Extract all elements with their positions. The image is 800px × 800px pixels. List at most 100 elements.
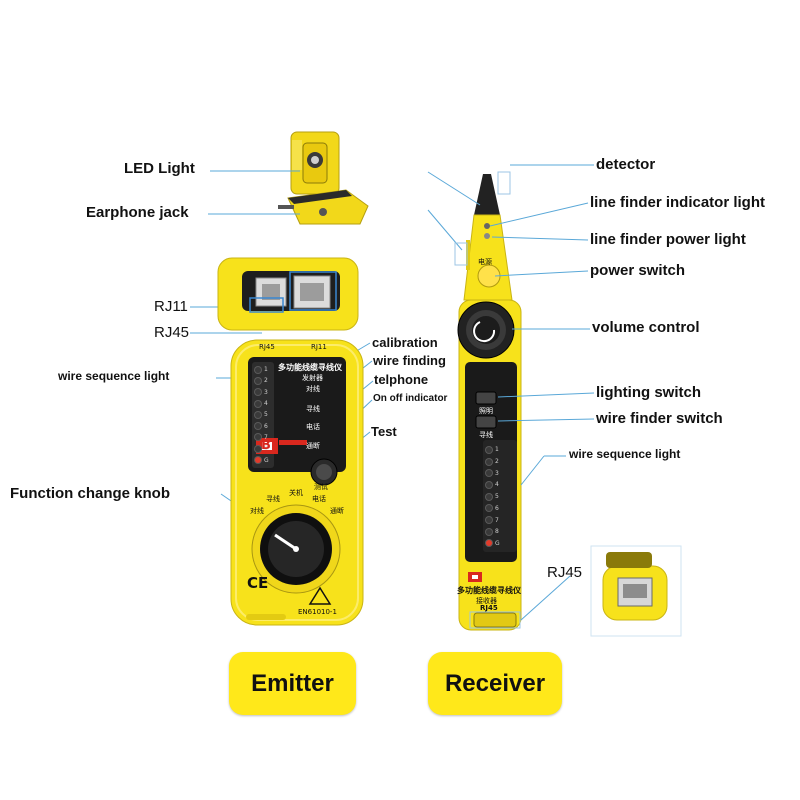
emitter-button[interactable]: Emitter (229, 652, 356, 715)
brand-letter: B (261, 438, 271, 453)
led-row: G (255, 454, 273, 465)
emitter-subtitle: 发射器 (302, 374, 323, 382)
wire-sequence-light-left-label: wire sequence light (58, 369, 170, 383)
led-number: 3 (495, 469, 499, 477)
led-dot (486, 528, 492, 535)
wire-finder-switch-label: wire finder switch (596, 410, 723, 427)
rj45-label: RJ45 (154, 324, 190, 341)
led-number: 8 (495, 528, 499, 536)
led-number: 7 (264, 433, 268, 441)
emitter-test-label: 测试 (314, 483, 328, 491)
rj11-label: RJ11 (154, 298, 188, 315)
led-number: 6 (495, 504, 499, 512)
earphone-jack-label: Earphone jack (86, 204, 189, 221)
led-row: 1 (255, 364, 273, 375)
led-dot (486, 505, 492, 512)
led-dot (486, 481, 492, 488)
knob-label-check: 对线 (250, 507, 264, 515)
led-row: 3 (486, 467, 514, 479)
function-change-knob-label: Function change knob (10, 485, 170, 502)
emitter-title: 多功能线缆寻线仪 (278, 363, 342, 372)
led-number: 1 (495, 446, 499, 454)
led-dot (255, 445, 261, 452)
led-dot (255, 423, 261, 430)
detector-label: detector (596, 156, 656, 173)
led-number: 2 (264, 377, 268, 385)
led-dot (255, 366, 261, 373)
led-row: 8 (255, 443, 273, 454)
receiver-device (457, 174, 522, 631)
led-row: 1 (486, 444, 514, 456)
receiver-title: 多功能线缆寻线仪 (457, 586, 521, 595)
led-row: 6 (255, 421, 273, 432)
led-number: 5 (264, 411, 268, 419)
receiver-rj45-closeup (590, 545, 682, 637)
led-row: 4 (255, 398, 273, 409)
line-finder-indicator-light-label: line finder indicator light (590, 194, 766, 211)
led-row: 5 (255, 409, 273, 420)
ce-mark: CE (247, 574, 269, 592)
on-off-indicator-label: On off indicator (373, 393, 448, 404)
earphone-jack-closeup (278, 189, 369, 225)
callout-lines-right (427, 164, 595, 629)
receiver-power-text: 电源 (478, 258, 492, 266)
led-number: 2 (495, 458, 499, 466)
lighting-switch-label: lighting switch (596, 384, 701, 401)
led-row: 2 (486, 456, 514, 468)
led-row: 5 (486, 491, 514, 503)
knob-label-phone: 电话 (312, 495, 326, 503)
emitter-mode-find-text: 寻线 (306, 405, 320, 413)
led-dot (486, 540, 492, 547)
led-dot (486, 458, 492, 465)
led-row: G (486, 538, 514, 550)
led-dot (486, 517, 492, 524)
line-finder-power-light-label: line finder power light (590, 231, 746, 248)
led-light-closeup (290, 131, 340, 195)
led-row: 7 (486, 514, 514, 526)
receiver-subtitle: 接收器 (476, 597, 497, 605)
knob-label-find: 寻线 (266, 495, 280, 503)
led-number: G (495, 539, 500, 547)
knob-label-on: 通断 (330, 507, 344, 515)
receiver-find-text: 寻线 (479, 431, 493, 439)
led-number: G (264, 456, 269, 464)
emitter-port-rj11-text: RJ11 (311, 343, 327, 351)
calibration-label: calibration (372, 335, 438, 350)
led-number: 1 (264, 366, 268, 374)
led-number: 4 (264, 400, 268, 408)
test-label: Test (371, 424, 397, 439)
led-dot (255, 411, 261, 418)
led-row: 2 (255, 375, 273, 386)
led-number: 3 (264, 388, 268, 396)
led-row: 6 (486, 503, 514, 515)
led-light-label: LED Light (124, 160, 195, 177)
receiver-light-text: 照明 (479, 407, 493, 415)
led-row: 4 (486, 479, 514, 491)
led-row: 7 (255, 432, 273, 443)
emitter-mode-phone-text: 电话 (306, 423, 320, 431)
receiver-port-text: RJ45 (480, 604, 498, 612)
led-dot (486, 493, 492, 500)
led-dot (486, 470, 492, 477)
led-dot (255, 400, 261, 407)
led-row: 3 (255, 387, 273, 398)
volume-control-label: volume control (592, 319, 700, 336)
rj45-receiver-label: RJ45 (547, 564, 583, 581)
led-dot (255, 457, 261, 464)
power-switch-label: power switch (590, 262, 686, 279)
knob-label-off: 关机 (289, 489, 303, 497)
wire-sequence-light-right-label: wire sequence light (569, 447, 681, 461)
led-number: 7 (495, 516, 499, 524)
led-dot (255, 377, 261, 384)
emitter-mode-check-text: 对线 (306, 385, 320, 393)
led-number: 8 (264, 445, 268, 453)
emitter-port-rj45-text: RJ45 (259, 343, 275, 351)
receiver-button[interactable]: Receiver (428, 652, 562, 715)
led-number: 6 (264, 422, 268, 430)
led-number: 4 (495, 481, 499, 489)
wire-finding-label: wire finding (373, 353, 446, 368)
emitter-device (217, 257, 364, 626)
